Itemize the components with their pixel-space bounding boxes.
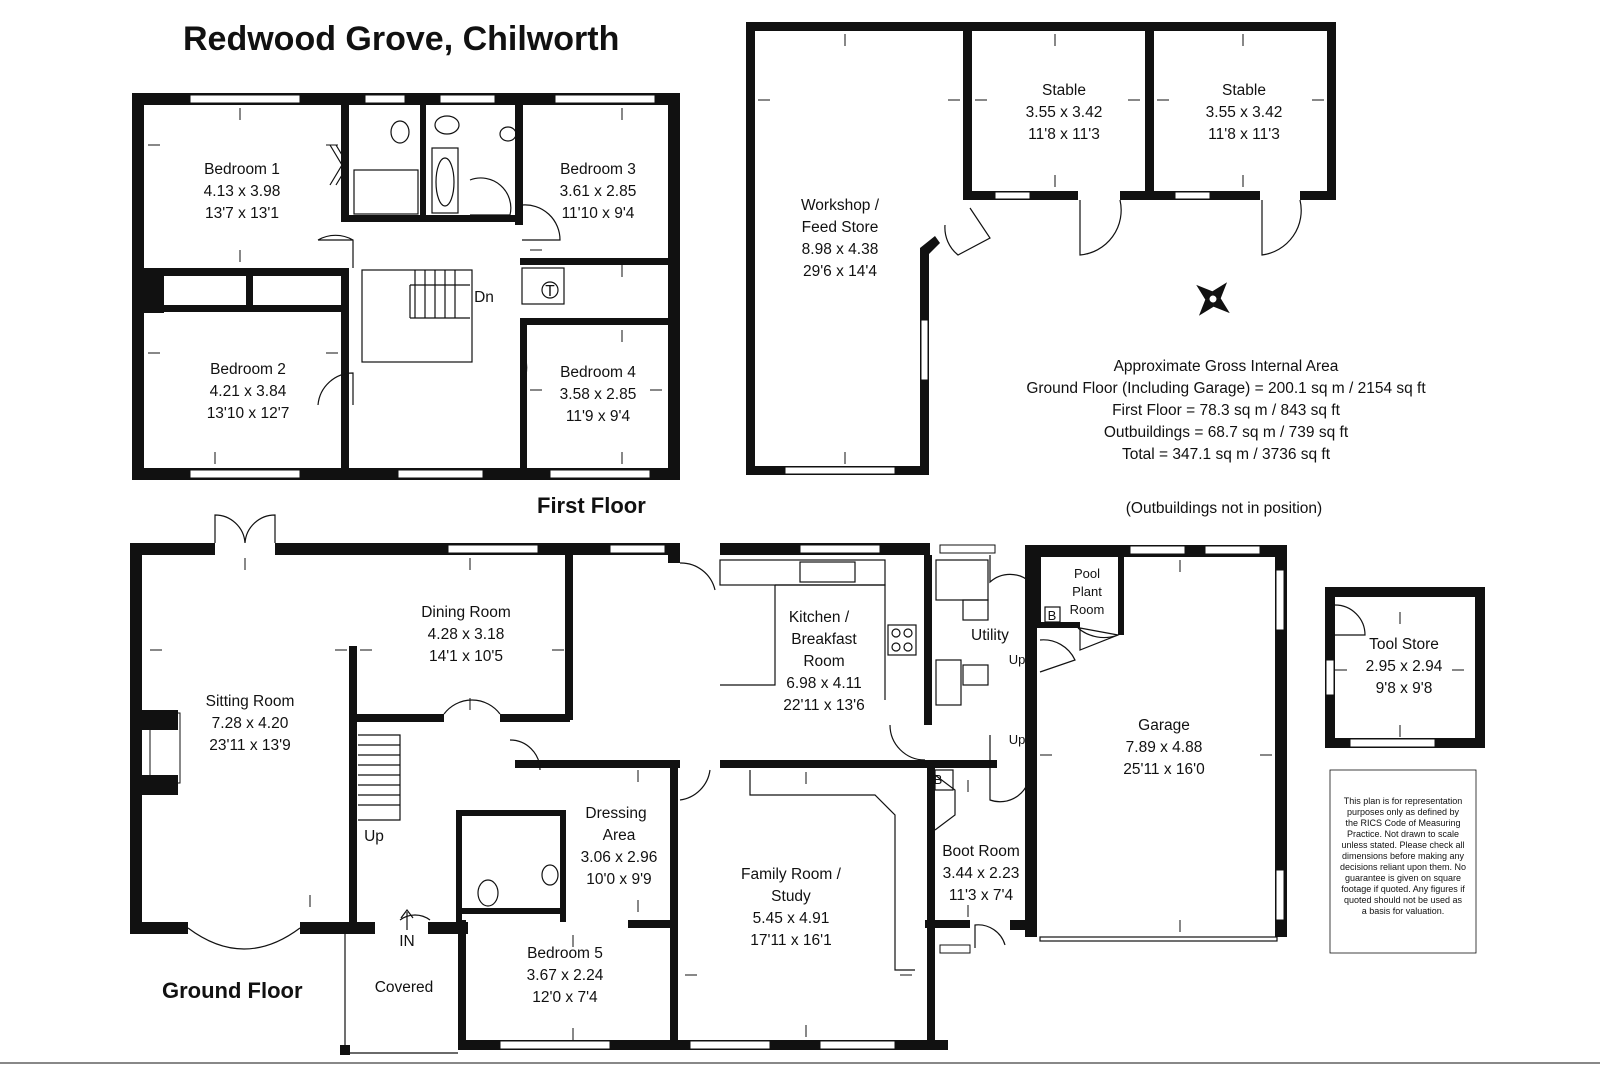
room-name-family-line-1: Family Room / — [741, 866, 842, 883]
room-name-dressing-line-1: Dressing — [585, 805, 646, 822]
room-dim-imperial-stable-1: 11'8 x 11'3 — [1028, 126, 1100, 143]
disclaimer-line-11: a basis for valuation. — [1362, 906, 1445, 916]
room-dim-metric-kitchen: 6.98 x 4.11 — [786, 675, 862, 692]
room-name-boot-room: Boot Room — [942, 843, 1020, 860]
room-name-stable-1: Stable — [1042, 82, 1086, 99]
plan-title: Redwood Grove, Chilworth — [183, 20, 619, 58]
disclaimer-line-3: the RICS Code of Measuring — [1345, 818, 1460, 828]
entrance-arrow-icon — [400, 909, 414, 930]
room-name-garage: Garage — [1138, 717, 1190, 734]
disclaimer-line-2: purposes only as defined by — [1347, 807, 1460, 817]
utility-label: Utility — [971, 627, 1009, 644]
disclaimer-box: This plan is for representation purposes… — [1329, 769, 1477, 954]
room-name-workshop-line-1: Workshop / — [801, 197, 880, 214]
boiler-label-pool: B — [1048, 608, 1057, 623]
outbuildings-note: (Outbuildings not in position) — [1126, 500, 1322, 517]
room-dim-metric-bedroom-5: 3.67 x 2.24 — [527, 967, 604, 984]
room-dim-imperial-dressing: 10'0 x 9'9 — [586, 871, 651, 888]
room-name-bedroom-5: Bedroom 5 — [527, 945, 603, 962]
tank-label: T — [545, 283, 555, 300]
room-name-tool-store: Tool Store — [1369, 636, 1439, 653]
disclaimer-line-4: Practice. Not drawn to scale — [1347, 829, 1459, 839]
room-name-stable-2: Stable — [1222, 82, 1266, 99]
room-name-pool-plant-line-3: Room — [1070, 602, 1105, 617]
disclaimer-line-7: decisions reliant upon them. No — [1340, 862, 1466, 872]
room-name-bedroom-3: Bedroom 3 — [560, 161, 636, 178]
ground-floor-label: Ground Floor — [162, 978, 303, 1003]
room-name-dining-room: Dining Room — [421, 604, 511, 621]
room-name-bedroom-4: Bedroom 4 — [560, 364, 636, 381]
room-dim-metric-workshop: 8.98 x 4.38 — [802, 241, 879, 258]
room-name-sitting-room: Sitting Room — [206, 693, 295, 710]
tool-store-plan — [1325, 587, 1485, 748]
room-dim-imperial-kitchen: 22'11 x 13'6 — [783, 697, 864, 714]
room-dim-imperial-garage: 25'11 x 16'0 — [1123, 761, 1205, 778]
room-dim-metric-family: 5.45 x 4.91 — [753, 910, 830, 927]
disclaimer-line-8: guarantee is given on square — [1345, 873, 1461, 883]
room-name-kitchen-line-2: Breakfast — [791, 631, 857, 648]
first-floor-plan — [132, 93, 680, 480]
room-dim-metric-bedroom-1: 4.13 x 3.98 — [204, 183, 281, 200]
area-ground-floor: Ground Floor (Including Garage) = 200.1 … — [1026, 380, 1426, 397]
disclaimer-line-10: quoted should not be used as — [1344, 895, 1463, 905]
room-dim-imperial-dining-room: 14'1 x 10'5 — [429, 648, 503, 665]
room-name-pool-plant-line-2: Plant — [1072, 584, 1102, 599]
room-dim-metric-dining-room: 4.28 x 3.18 — [428, 626, 505, 643]
disclaimer-line-1: This plan is for representation — [1344, 796, 1463, 806]
area-total: Total = 347.1 sq m / 3736 sq ft — [1122, 446, 1331, 463]
outbuildings-plan — [746, 22, 1336, 475]
room-dim-metric-dressing: 3.06 x 2.96 — [581, 849, 658, 866]
room-name-workshop-line-2: Feed Store — [802, 219, 879, 236]
room-dim-imperial-bedroom-4: 11'9 x 9'4 — [566, 408, 631, 425]
room-dim-metric-bedroom-3: 3.61 x 2.85 — [560, 183, 637, 200]
area-outbuildings: Outbuildings = 68.7 sq m / 739 sq ft — [1104, 424, 1349, 441]
room-dim-imperial-boot-room: 11'3 x 7'4 — [949, 887, 1014, 904]
disclaimer-line-6: dimensions before making any — [1342, 851, 1465, 861]
room-name-pool-plant-line-1: Pool — [1074, 566, 1100, 581]
room-name-dressing-line-2: Area — [603, 827, 636, 844]
room-name-bedroom-2: Bedroom 2 — [210, 361, 286, 378]
stairs-up-label-hall: Up — [364, 828, 384, 845]
stairs-up-label-utility-1: Up — [1009, 652, 1026, 667]
area-heading: Approximate Gross Internal Area — [1114, 358, 1339, 375]
room-dim-imperial-bedroom-5: 12'0 x 7'4 — [532, 989, 598, 1006]
stairs-up-label-utility-2: Up — [1009, 732, 1026, 747]
boiler-label-boot: B — [934, 772, 943, 787]
room-dim-metric-stable-2: 3.55 x 3.42 — [1206, 104, 1283, 121]
room-dim-imperial-stable-2: 11'8 x 11'3 — [1208, 126, 1280, 143]
room-dim-imperial-workshop: 29'6 x 14'4 — [803, 263, 877, 280]
room-dim-metric-boot-room: 3.44 x 2.23 — [943, 865, 1020, 882]
room-dim-imperial-bedroom-1: 13'7 x 13'1 — [205, 205, 279, 222]
room-dim-metric-garage: 7.89 x 4.88 — [1126, 739, 1203, 756]
room-name-kitchen-line-3: Room — [803, 653, 844, 670]
disclaimer-line-9: footage if quoted. Any figures if — [1341, 884, 1465, 894]
room-dim-imperial-sitting-room: 23'11 x 13'9 — [209, 737, 290, 754]
room-name-bedroom-1: Bedroom 1 — [204, 161, 280, 178]
disclaimer-line-5: unless stated. Please check all — [1341, 840, 1464, 850]
compass-rose-icon — [1196, 282, 1230, 316]
entrance-label: IN — [399, 933, 415, 950]
area-first-floor: First Floor = 78.3 sq m / 843 sq ft — [1112, 402, 1341, 419]
room-dim-imperial-family: 17'11 x 16'1 — [750, 932, 831, 949]
room-dim-metric-stable-1: 3.55 x 3.42 — [1026, 104, 1103, 121]
stairs-down-label: Dn — [474, 289, 494, 306]
first-floor-label: First Floor — [537, 493, 646, 518]
covered-porch-label: Covered — [375, 979, 434, 996]
room-dim-metric-bedroom-2: 4.21 x 3.84 — [210, 383, 287, 400]
room-dim-metric-bedroom-4: 3.58 x 2.85 — [560, 386, 637, 403]
room-dim-imperial-bedroom-2: 13'10 x 12'7 — [207, 405, 290, 422]
ground-floor-plan — [130, 514, 1464, 1055]
room-dim-imperial-tool-store: 9'8 x 9'8 — [1376, 680, 1433, 697]
room-name-family-line-2: Study — [771, 888, 811, 905]
room-name-kitchen-line-1: Kitchen / — [789, 609, 850, 626]
room-dim-metric-tool-store: 2.95 x 2.94 — [1366, 658, 1443, 675]
room-dim-imperial-bedroom-3: 11'10 x 9'4 — [562, 205, 635, 222]
room-dim-metric-sitting-room: 7.28 x 4.20 — [212, 715, 289, 732]
